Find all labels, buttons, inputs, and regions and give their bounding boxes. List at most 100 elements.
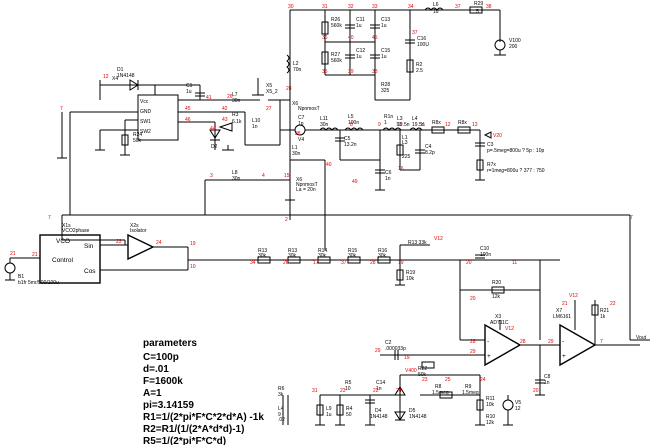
svg-text:L3: L3: [397, 116, 403, 122]
svg-text:40: 40: [348, 35, 354, 41]
svg-text:30n: 30n: [232, 176, 241, 182]
opamp-x7: X7 LM6161 R21 1k V12 V12 Vout - +: [505, 293, 647, 367]
svg-text:17: 17: [313, 260, 319, 266]
svg-text:V100: V100: [509, 38, 521, 44]
svg-text:37: 37: [341, 260, 347, 266]
svg-text:26: 26: [283, 260, 289, 266]
svg-text:12: 12: [103, 74, 109, 80]
svg-text:11: 11: [420, 122, 425, 128]
svg-text:r=1meg=800u ? 377 : 750: r=1meg=800u ? 377 : 750: [487, 168, 545, 174]
svg-text:4: 4: [262, 173, 265, 179]
svg-text:8: 8: [350, 122, 353, 128]
svg-text:12: 12: [515, 406, 521, 412]
svg-text:23: 23: [340, 388, 346, 394]
svg-text:R9: R9: [465, 384, 472, 390]
svg-text:-: -: [562, 338, 564, 345]
svg-text:C11: C11: [356, 17, 365, 23]
svg-text:24: 24: [480, 377, 486, 383]
svg-text:R14: R14: [318, 248, 327, 254]
svg-text:X1s: X1s: [62, 223, 71, 229]
svg-text:12k: 12k: [486, 420, 495, 426]
svg-text:29: 29: [470, 349, 476, 355]
svg-text:100n: 100n: [348, 120, 359, 126]
svg-text:28: 28: [520, 339, 526, 345]
svg-text:1n: 1n: [376, 386, 382, 392]
svg-text:21: 21: [10, 251, 16, 257]
param-line-7: R5=1/(2*pi*F*C*d): [143, 436, 226, 445]
svg-text:1u: 1u: [381, 54, 387, 60]
svg-text:D1: D1: [117, 67, 124, 73]
svg-text:20: 20: [470, 296, 476, 302]
svg-text:R26: R26: [331, 17, 340, 23]
param-line-1: d=.01: [143, 364, 169, 375]
svg-text:43: 43: [222, 117, 228, 123]
svg-text:V12: V12: [569, 293, 578, 299]
svg-text:45: 45: [372, 35, 378, 41]
svg-text:L4: L4: [412, 116, 418, 122]
svg-text:9: 9: [378, 122, 381, 128]
svg-text:1N4148: 1N4148: [409, 414, 427, 420]
svg-text:21: 21: [562, 301, 568, 307]
svg-text:22: 22: [373, 388, 379, 394]
svg-text:C15: C15: [381, 48, 390, 54]
svg-text:VCO2phase: VCO2phase: [62, 228, 89, 234]
svg-text:20: 20: [466, 260, 472, 266]
svg-text:22: 22: [610, 301, 616, 307]
param-line-0: C=100p: [143, 352, 179, 363]
x4-section: [57, 79, 230, 215]
svg-text:30n: 30n: [232, 98, 241, 104]
svg-text:44: 44: [210, 126, 216, 132]
svg-text:C7: C7: [298, 115, 305, 121]
feedback-wiring: [61, 159, 650, 341]
svg-text:R16: R16: [378, 248, 387, 254]
svg-text:LM6161: LM6161: [553, 314, 571, 320]
svg-text:X6: X6: [296, 177, 302, 183]
svg-text:D4: D4: [375, 408, 382, 414]
svg-text:1.5meg: 1.5meg: [462, 390, 479, 396]
svg-text:49: 49: [352, 179, 358, 185]
svg-text:6.1k: 6.1k: [232, 119, 242, 125]
svg-text:30k: 30k: [288, 253, 297, 259]
svg-text:L1: L1: [402, 135, 408, 141]
svg-text:13: 13: [472, 122, 478, 128]
svg-text:46: 46: [185, 117, 191, 123]
svg-text:31: 31: [312, 388, 318, 394]
svg-text:C6: C6: [385, 170, 392, 176]
param-line-5: R1=1/(2*pi*F*C*2*d*A) -1k: [143, 412, 264, 423]
svg-text:29: 29: [375, 348, 381, 354]
param-line-4: pi=3.14159: [143, 400, 194, 411]
svg-text:10: 10: [396, 122, 402, 128]
svg-text:L5: L5: [348, 114, 354, 120]
svg-text:19.5n: 19.5n: [397, 122, 410, 128]
svg-text:R1n: R1n: [384, 114, 393, 120]
svg-text:X7: X7: [556, 308, 562, 314]
svg-text:30k: 30k: [348, 253, 357, 259]
svg-text:30: 30: [288, 4, 294, 10]
svg-text:39: 39: [348, 69, 354, 75]
svg-text:C14: C14: [376, 380, 385, 386]
svg-text:34: 34: [408, 4, 414, 10]
svg-text:2.5: 2.5: [416, 68, 423, 74]
resistor-chain-labels: R13 30k R13 30k R14 30k R15 30k R16 30k …: [258, 236, 501, 300]
svg-text:1N4148: 1N4148: [370, 414, 388, 420]
svg-text:23: 23: [422, 377, 428, 383]
svg-text:R2: R2: [416, 62, 423, 68]
svg-text:28: 28: [286, 86, 292, 92]
svg-text:L2: L2: [293, 61, 299, 67]
svg-text:38: 38: [372, 69, 378, 75]
svg-text:1u: 1u: [356, 54, 362, 60]
param-line-2: F=1600k: [143, 376, 183, 387]
svg-text:C4: C4: [425, 144, 432, 150]
svg-text:24: 24: [156, 240, 162, 246]
svg-text:7: 7: [60, 106, 63, 112]
svg-text:X5_2: X5_2: [266, 89, 278, 95]
rf-filter-labels: L11 30n L5 100n C5 13.2n R1n 1 L3 19.5n …: [320, 114, 545, 182]
vco-block: [4, 233, 460, 284]
svg-text:15: 15: [284, 173, 290, 179]
svg-text:1n: 1n: [252, 124, 258, 130]
svg-text:37: 37: [455, 4, 461, 10]
svg-text:X3: X3: [495, 314, 501, 320]
svg-text:325: 325: [381, 88, 390, 94]
svg-text:b1fr 5mr/500/100u: b1fr 5mr/500/100u: [18, 280, 59, 286]
svg-text:L4: L4: [278, 406, 284, 412]
